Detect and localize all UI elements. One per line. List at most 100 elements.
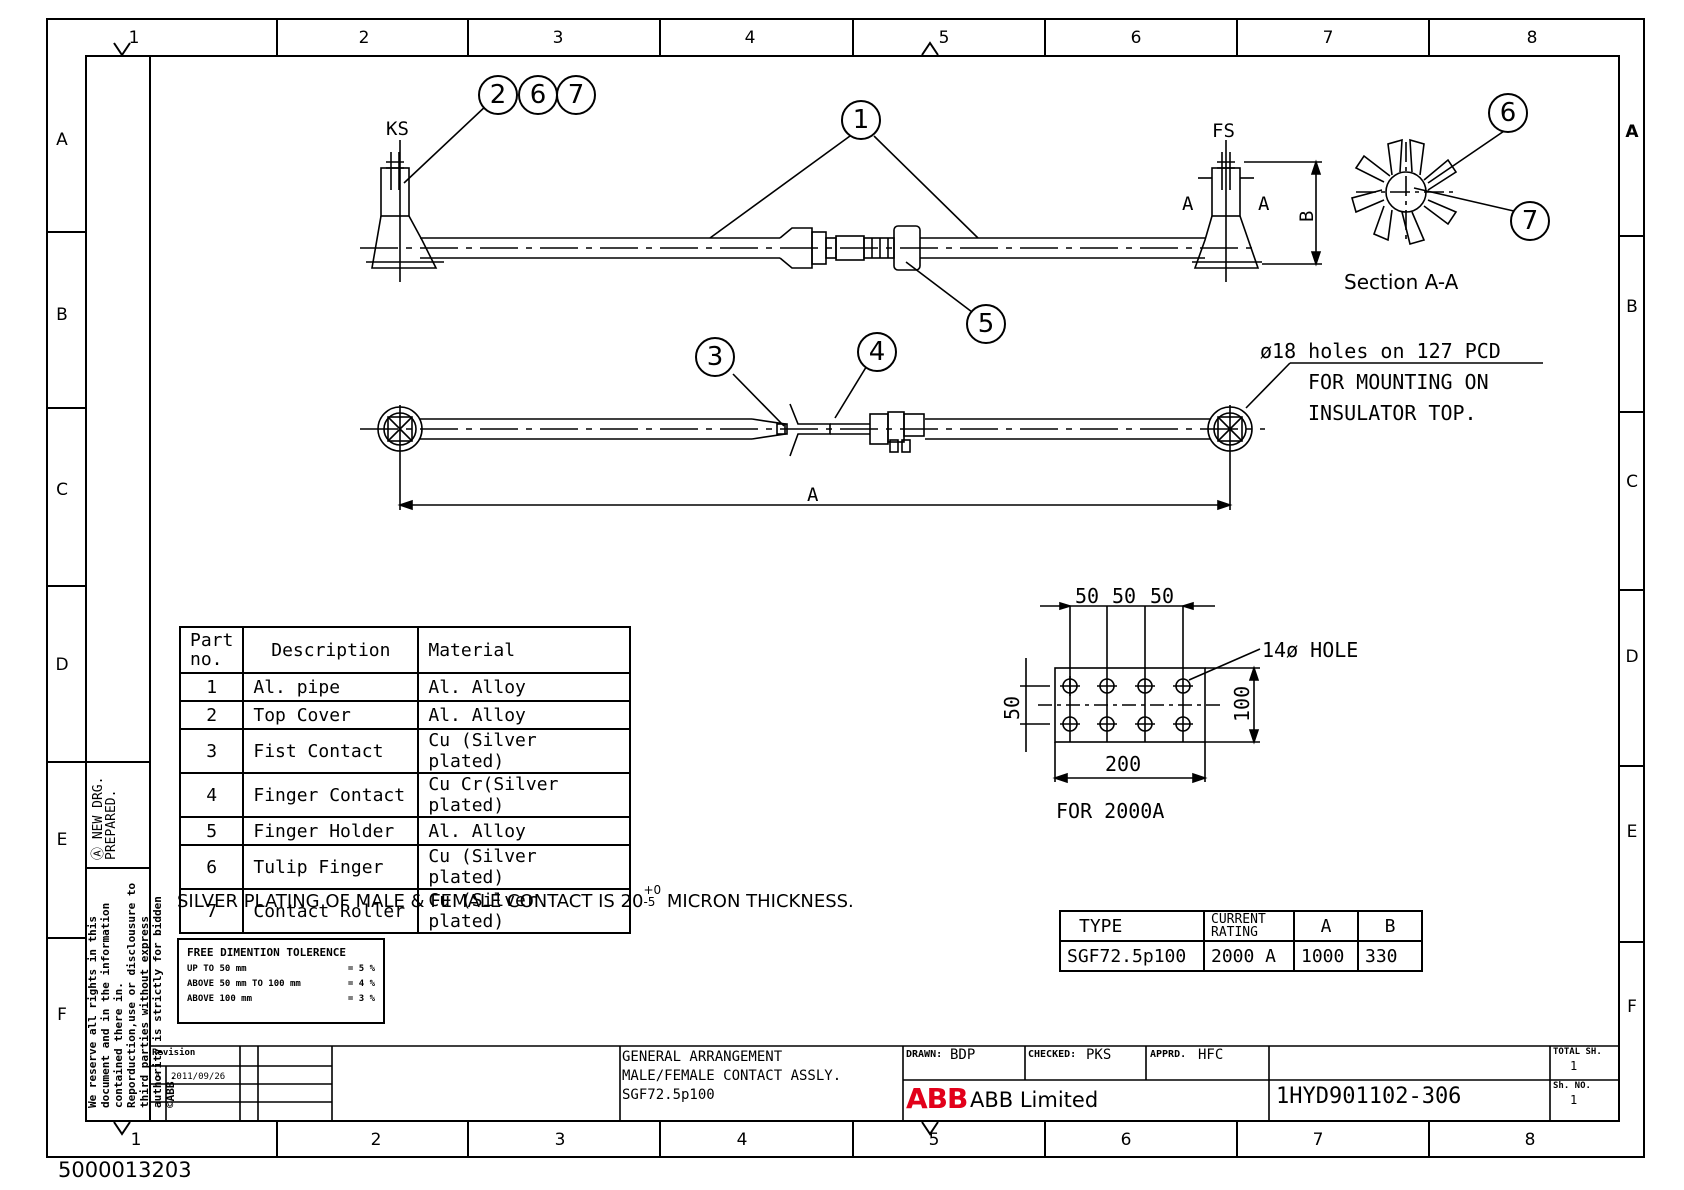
sheet-number-value: 1 [1570,1093,1578,1107]
part-material: Al. Alloy [417,700,632,730]
part-no: 2 [178,700,245,730]
drawing-number: 1HYD901102-306 [1276,1084,1462,1109]
title-line2: MALE/FEMALE CONTACT ASSLY. [622,1068,842,1084]
callout-7-ks: 7 [556,75,596,115]
part-no: 5 [178,816,245,846]
table-row: 3 Fist Contact Cu (Silver plated) [178,728,632,774]
revision-letter: A [155,1072,161,1082]
for-2000a-note: FOR 2000A [1056,799,1165,823]
callout-2: 2 [478,75,518,115]
zone-row-f: F [57,1005,67,1025]
document-id: 5000013203 [58,1158,192,1182]
col-part-no: Part no. [178,626,245,674]
zone-row-d: D [55,655,69,675]
zone-col-4: 4 [744,28,756,48]
type-table: TYPE CURRENT RATING A B SGF72.5p100 2000… [1059,910,1423,972]
ks-label: KS [386,118,409,140]
callout-4: 4 [857,332,897,372]
zone-col-6: 6 [1130,28,1142,48]
part-description: Fist Contact [242,728,420,774]
tolerance-row: ABOVE 100 mm= 3 % [187,994,375,1004]
zone-col-7: 7 [1322,28,1334,48]
mounting-note-line1: FOR MOUNTING ON [1308,370,1489,394]
type-table-header: TYPE CURRENT RATING A B [1059,910,1423,942]
part-material: Al. Alloy [417,672,632,702]
part-no: 7 [178,888,245,934]
callout-5: 5 [966,304,1006,344]
table-row: 7 Contact Roller Cu (Silver plated) [178,888,632,934]
tolerance-title: FREE DIMENTION TOLERENCE [187,946,346,959]
b-value: 330 [1357,940,1423,972]
plating-note: SILVER PLATING OF MALE & FEMALE CONTACT … [177,884,854,914]
table-row: 1 Al. pipe Al. Alloy [178,672,632,702]
zone-row-d-right: D [1625,647,1639,667]
hole-spacing-50b: 50 [1112,584,1137,608]
part-no: 6 [178,844,245,890]
zone-col-2: 2 [358,28,370,48]
revision-label: Revision [152,1048,196,1058]
mounting-note-line2: INSULATOR TOP. [1308,401,1477,425]
tol-value: = 3 % [347,994,375,1004]
col-description: Description [242,626,420,674]
callout-7: 7 [1510,201,1550,241]
plating-note-tail: MICRON THICKNESS. [661,891,854,912]
plating-tol-lower: -5 [643,895,656,909]
table-row: 6 Tulip Finger Cu (Silver plated) [178,844,632,890]
sheet-number-label: Sh. NO. [1553,1081,1591,1091]
title-line3: SGF72.5p100 [622,1087,715,1103]
total-sheets-value: 1 [1570,1059,1578,1073]
part-material: Cu (Silver plated) [417,728,632,774]
part-description: Top Cover [242,700,420,730]
callout-1: 1 [841,100,881,140]
plate-width-200: 200 [1105,752,1142,776]
tol-range: ABOVE 50 mm TO 100 mm [187,979,301,989]
zone-col-2-bottom: 2 [370,1130,382,1150]
section-aa-title: Section A-A [1344,270,1459,294]
inner-border [85,55,1620,1122]
drawn-label: DRAWN: [906,1049,943,1060]
part-no: 3 [178,728,245,774]
col-a: A [1293,910,1359,942]
zone-row-c-right: C [1626,472,1638,492]
plating-tol-upper: +0 [643,883,662,897]
fs-label: FS [1212,120,1235,142]
tol-range: UP TO 50 mm [187,964,247,974]
callout-6-ks: 6 [518,75,558,115]
total-sheets-label: TOTAL SH. [1553,1047,1602,1057]
a-value: 1000 [1293,940,1359,972]
tolerance-row: UP TO 50 mm= 5 % [187,964,375,974]
zone-row-b: B [56,305,68,325]
hole-spacing-50c: 50 [1150,584,1175,608]
zone-row-e: E [56,830,68,850]
plating-note-text: SILVER PLATING OF MALE & FEMALE CONTACT … [177,891,644,912]
part-no: 1 [178,672,245,702]
col-current-rating: CURRENT RATING [1203,910,1295,942]
zone-col-5: 5 [938,28,950,48]
holes-note: ø18 holes on 127 PCD [1260,339,1501,363]
zone-row-a-right: A [1625,122,1639,142]
part-description: Contact Roller [242,888,420,934]
zone-col-7-bottom: 7 [1312,1130,1324,1150]
drawn-value: BDP [950,1047,976,1063]
zone-row-e-right: E [1626,822,1638,842]
part-description: Finger Contact [242,772,420,818]
part-material: Cu (Silver plated) [417,888,632,934]
callout-6: 6 [1488,93,1528,133]
table-row: 5 Finger Holder Al. Alloy [178,816,632,846]
outer-border [46,18,1645,1158]
part-description: Finger Holder [242,816,420,846]
col-material: Material [417,626,632,674]
zone-col-1-bottom: 1 [130,1130,142,1150]
type-value: SGF72.5p100 [1059,940,1205,972]
part-material: Cu (Silver plated) [417,844,632,890]
col-type: TYPE [1059,910,1205,942]
parts-table: Part no. Description Material 1 Al. pipe… [178,626,632,934]
zone-row-a: A [56,130,68,150]
tolerance-box: FREE DIMENTION TOLERENCE UP TO 50 mm= 5 … [177,938,385,1024]
abb-logo: ABB [906,1082,968,1115]
zone-col-3: 3 [552,28,564,48]
approved-label: APPRD. [1150,1049,1187,1060]
table-row: 2 Top Cover Al. Alloy [178,700,632,730]
section-cut-a-right: A [1258,193,1270,215]
